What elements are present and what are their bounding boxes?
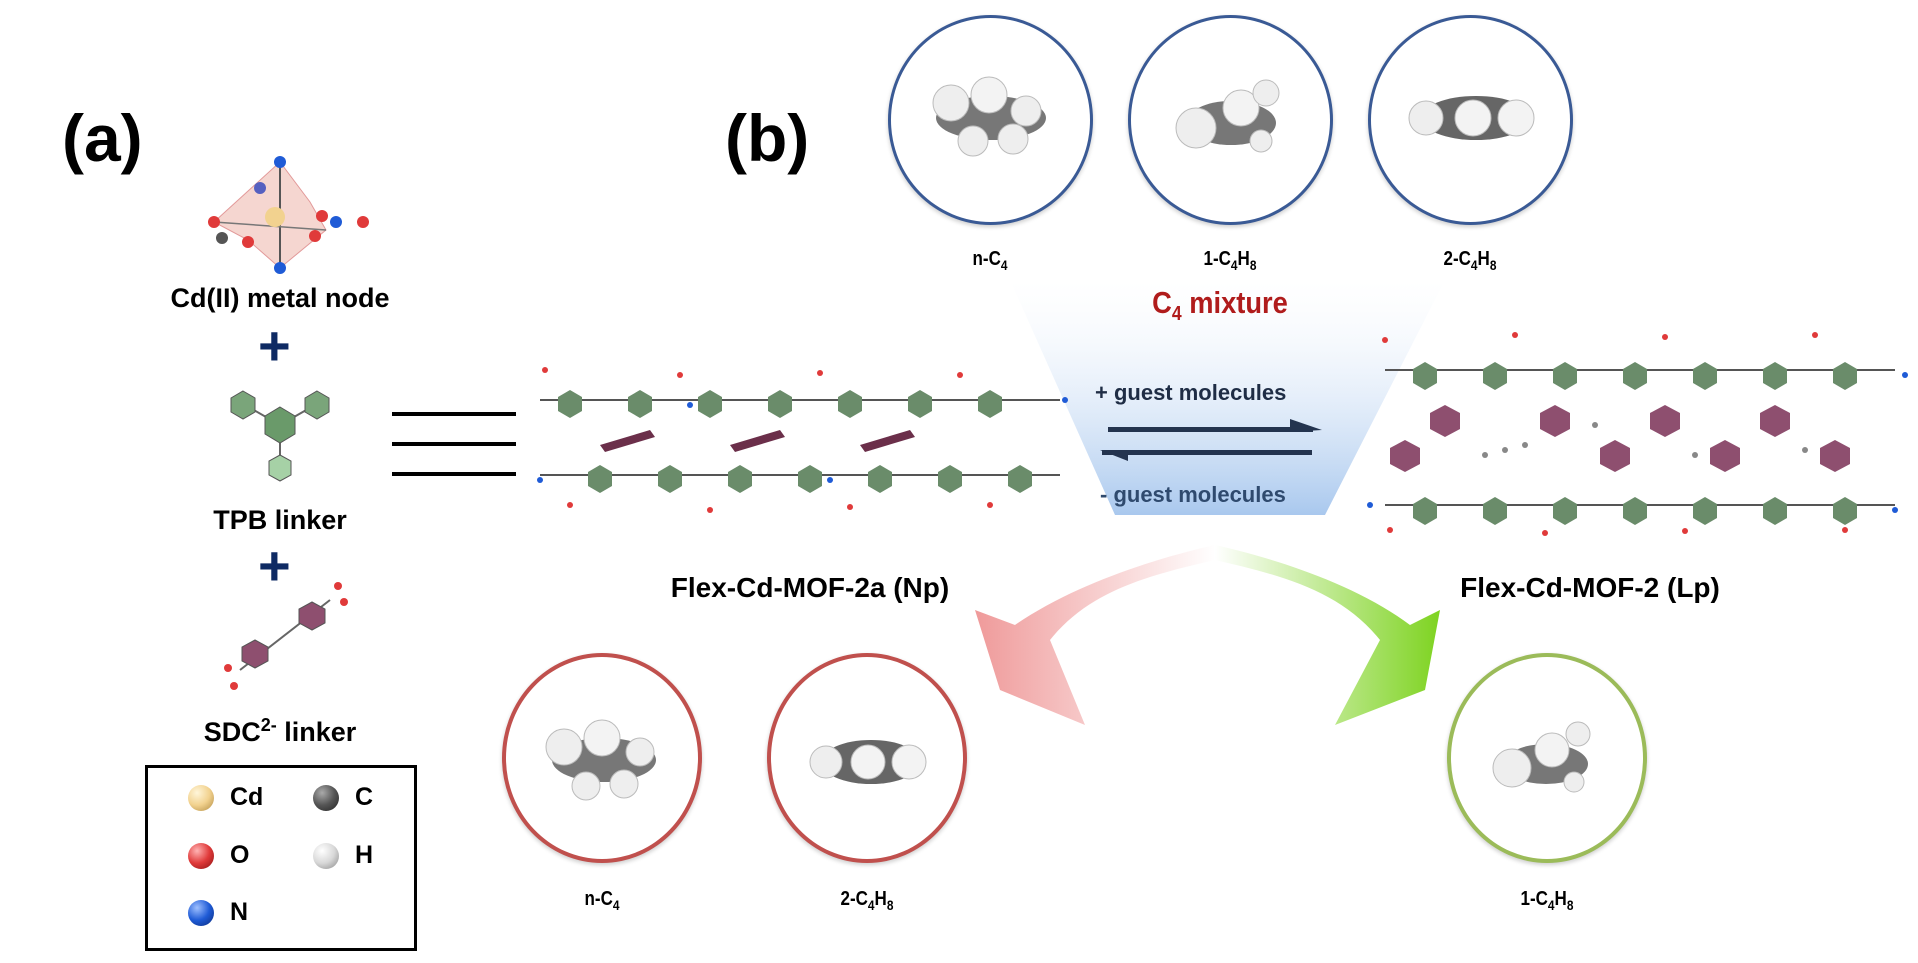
2-butene-molecule-icon xyxy=(809,740,927,784)
rejected-circle-n-butane xyxy=(502,653,702,863)
n-atom-icon xyxy=(188,899,214,926)
forward-label: + guest molecules xyxy=(1095,380,1287,405)
c-atom-icon xyxy=(313,784,339,811)
cd-atom-icon xyxy=(188,784,214,811)
top-molecule-label: n-C4 xyxy=(972,248,1008,273)
rejected-circle-2-butene xyxy=(767,653,967,863)
tpb-linker-label: TPB linker xyxy=(213,505,347,535)
sdc-linker-label: SDC2- linker xyxy=(130,715,430,748)
structure-label-lp: Flex-Cd-MOF-2 (Lp) xyxy=(1460,572,1720,603)
top-molecule-label: 2-C4H8 xyxy=(1443,248,1497,273)
legend-label: O xyxy=(230,841,250,869)
legend-item-n: N xyxy=(188,898,248,927)
selected-circle-1-butene xyxy=(1447,653,1647,863)
rejected-molecule-label: 2-C4H8 xyxy=(840,888,894,913)
molecule-circle-1-butene xyxy=(1128,15,1333,225)
legend-label: Cd xyxy=(230,783,264,811)
mof-lp-structure xyxy=(1367,332,1908,536)
1-butene-molecule-icon xyxy=(1175,79,1280,153)
equilibrium-arrows-icon xyxy=(1100,419,1322,461)
h-atom-icon xyxy=(313,842,339,869)
cd-octahedron-structure xyxy=(208,156,369,274)
1-butene-molecule-icon xyxy=(1492,721,1591,793)
panel-b-label: (b) xyxy=(725,101,810,175)
legend-label: N xyxy=(230,898,249,926)
panel-a-label: (a) xyxy=(62,101,143,175)
mixture-title: C4 mixture xyxy=(1152,285,1288,326)
2-butene-molecule-icon xyxy=(1408,96,1535,140)
structure-label-np: Flex-Cd-MOF-2a (Np) xyxy=(670,572,950,603)
sdc-linker-structure xyxy=(224,582,348,690)
legend-label: H xyxy=(355,841,374,869)
left-arrow xyxy=(975,545,1215,725)
mof-np-structure xyxy=(537,367,1068,513)
top-molecule-label: 1-C4H8 xyxy=(1203,248,1257,273)
sdc-label-suffix: linker xyxy=(276,717,357,747)
legend-item-cd: Cd xyxy=(188,783,263,812)
rejected-molecule-label: n-C4 xyxy=(584,888,620,913)
right-arrow xyxy=(1215,545,1440,725)
plus-icon: + xyxy=(258,534,291,597)
sdc-label-main: SDC xyxy=(203,717,261,747)
legend-item-o: O xyxy=(188,841,249,870)
selected-molecule-label: 1-C4H8 xyxy=(1520,888,1574,913)
plus-icon: + xyxy=(258,314,291,377)
n-butane-molecule-icon xyxy=(545,719,656,801)
equivalence-icon xyxy=(392,412,516,476)
molecule-circle-2-butene xyxy=(1368,15,1573,225)
sdc-label-charge: 2- xyxy=(260,715,277,735)
legend-item-h: H xyxy=(313,841,373,870)
cd-node-label: Cd(II) metal node xyxy=(170,283,390,313)
reverse-label: - guest molecules xyxy=(1100,482,1286,507)
legend-label: C xyxy=(355,783,374,811)
o-atom-icon xyxy=(188,842,214,869)
molecule-circle-n-butane xyxy=(888,15,1093,225)
tpb-linker-structure xyxy=(230,390,330,482)
legend-item-c: C xyxy=(313,783,373,812)
n-butane-molecule-icon xyxy=(932,76,1046,157)
